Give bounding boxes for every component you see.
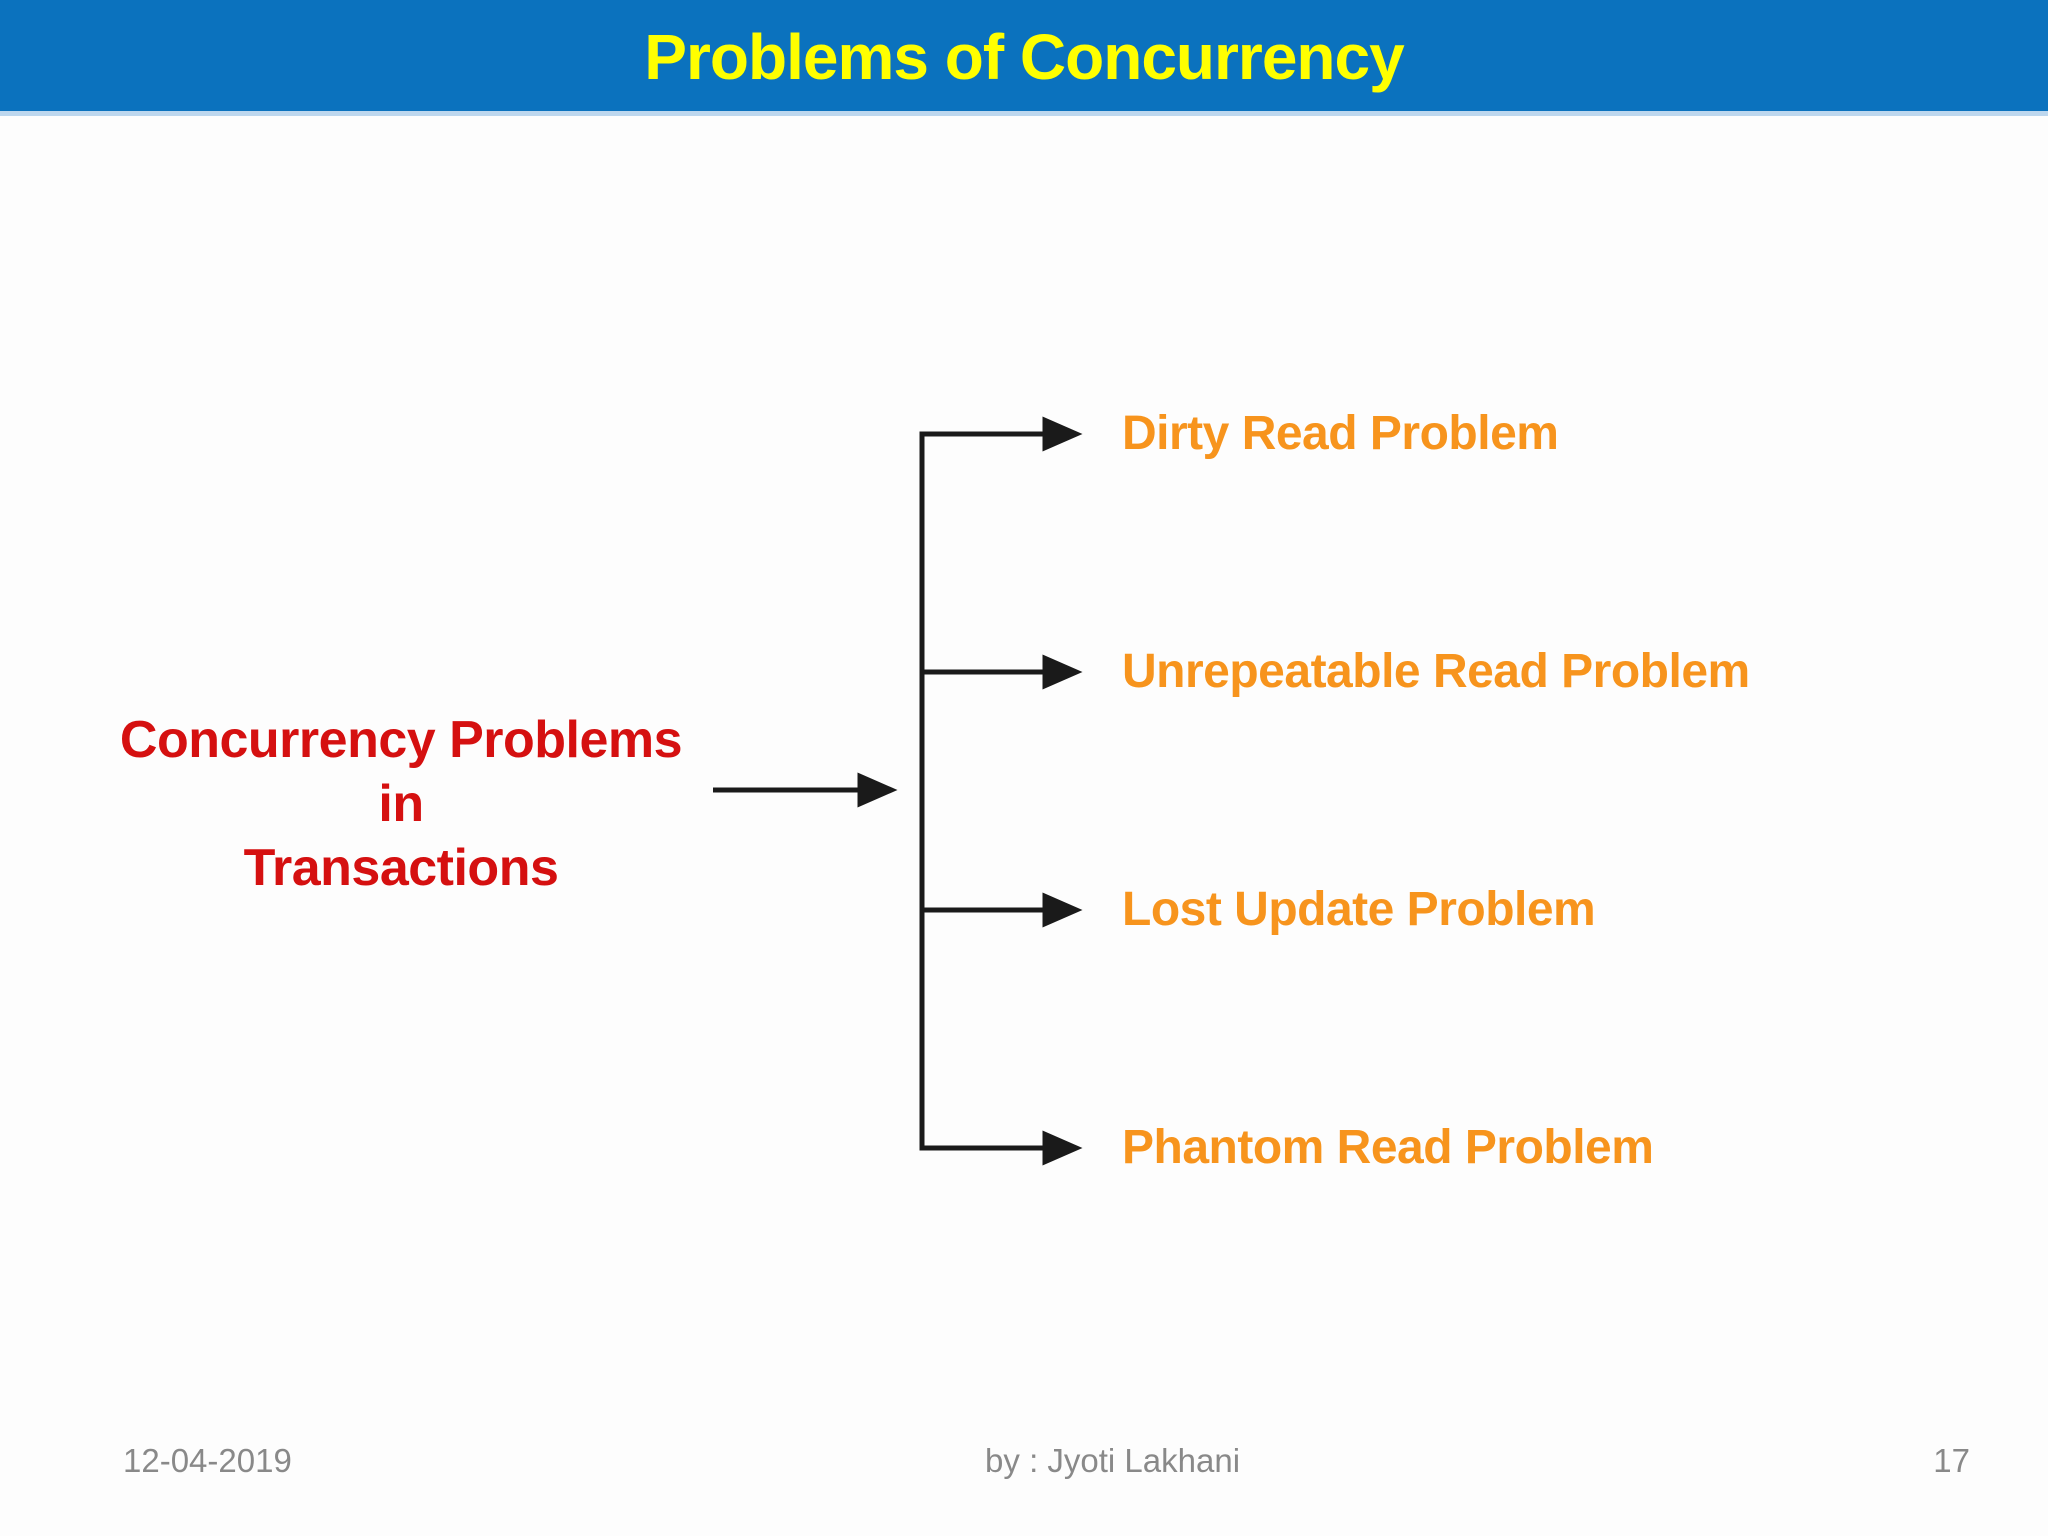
branch-label-phantom-read: Phantom Read Problem	[1122, 1121, 1654, 1174]
root-label-line-3: Transactions	[243, 839, 559, 897]
slide-header: Problems of Concurrency	[0, 0, 2048, 116]
footer-date: 12-04-2019	[123, 1442, 292, 1479]
page-title: Problems of Concurrency	[644, 20, 1404, 93]
root-node-label: Concurrency Problems in Transactions	[95, 708, 707, 900]
branch-label-lost-update: Lost Update Problem	[1122, 883, 1596, 936]
branch-label-unrepeatable-read: Unrepeatable Read Problem	[1122, 645, 1750, 698]
branch-label-dirty-read: Dirty Read Problem	[1122, 407, 1559, 460]
footer-author: by : Jyoti Lakhani	[985, 1442, 1241, 1479]
root-label-line-1: Concurrency Problems	[119, 711, 683, 769]
footer-page-number: 17	[1933, 1442, 1970, 1479]
slide-footer: 12-04-2019 by : Jyoti Lakhani 17	[0, 1442, 2048, 1480]
root-label-line-2: in	[378, 775, 424, 833]
